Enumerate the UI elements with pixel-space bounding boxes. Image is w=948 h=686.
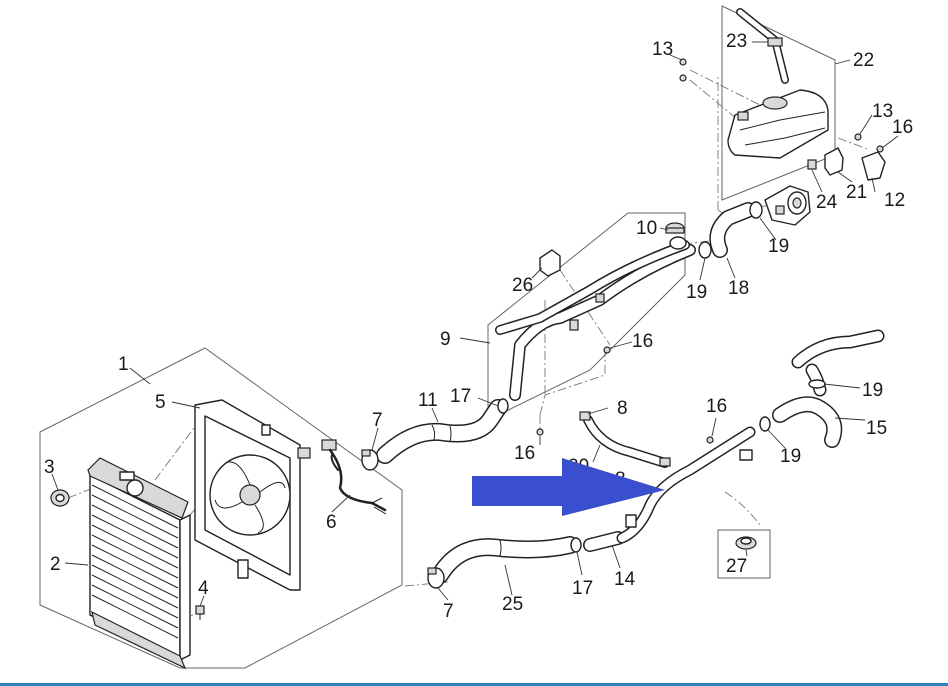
fan-harness-part: [297, 439, 387, 515]
hose-14-part: [583, 531, 625, 552]
clamp-19-right-upper-part: [808, 379, 826, 389]
callout-16-topright: 16: [892, 117, 913, 138]
callout-13-right: 13: [872, 101, 893, 122]
callout-7-lower: 7: [443, 601, 454, 622]
bolt-13-top-b-part: [679, 74, 687, 82]
pipe-20-part: [579, 411, 671, 468]
radiator-cap-part: [50, 489, 70, 507]
hose-15-part: [772, 396, 843, 448]
bracket-26-part: [539, 249, 561, 277]
highlight-arrow: [472, 458, 665, 516]
callout-4: 4: [198, 578, 209, 599]
callout-8-upper: 8: [617, 398, 628, 419]
bracket-21-part: [824, 147, 844, 176]
callout-10: 10: [636, 218, 657, 239]
clip-24-part: [807, 159, 817, 170]
callout-2: 2: [50, 554, 61, 575]
callout-25: 25: [502, 594, 523, 615]
bolt-16-topright-part: [876, 145, 884, 153]
clamp-19-right-lower-part: [759, 416, 771, 432]
callout-16-right: 16: [706, 396, 727, 417]
callout-6: 6: [326, 512, 337, 533]
bottom-rule: [0, 683, 948, 686]
radiator-part: [87, 457, 191, 670]
bracket-12-part: [861, 151, 886, 181]
callout-19-c: 19: [862, 380, 883, 401]
bolt-16-right-part: [706, 436, 714, 444]
bolt-16-left-part: [536, 428, 544, 436]
callout-21: 21: [846, 182, 867, 203]
callout-7-upper: 7: [372, 410, 383, 431]
bolt-16-mid-part: [603, 346, 611, 354]
coolant-metal-pipe-part: [616, 426, 756, 544]
bolt-13-right-part: [854, 133, 862, 141]
callout-16-left: 16: [514, 443, 535, 464]
grommet-27-part: [724, 491, 761, 550]
callout-27: 27: [726, 556, 747, 577]
fan-shroud-part: [194, 399, 301, 591]
bolt-13-top-part: [679, 58, 687, 66]
callout-16-mid: 16: [632, 331, 653, 352]
callout-17-lower: 17: [572, 578, 593, 599]
thermostat-housing-part: [764, 185, 811, 226]
clamp-17-lower-part: [570, 537, 582, 553]
callout-14: 14: [614, 569, 636, 590]
callout-18: 18: [728, 278, 749, 299]
filler-pipe-part: [495, 236, 696, 401]
callout-22: 22: [853, 50, 874, 71]
callout-26: 26: [512, 275, 533, 296]
callout-5: 5: [155, 392, 166, 413]
overflow-hose-part: [736, 8, 789, 84]
hose-clamp-7-upper-part: [361, 449, 379, 471]
callout-24: 24: [816, 192, 838, 213]
callout-19-a: 19: [686, 282, 707, 303]
expansion-tank-part: [727, 89, 829, 159]
callout-3: 3: [44, 457, 55, 478]
hose-25-part: [431, 536, 579, 584]
callout-19-b: 19: [768, 236, 789, 257]
grommet-box-outline: [717, 529, 771, 579]
clamp-19-upper-right-part: [749, 201, 763, 219]
callout-19-d: 19: [780, 446, 801, 467]
callout-13-top: 13: [652, 39, 673, 60]
callout-12: 12: [884, 190, 905, 211]
clamp-17-upper-part: [497, 398, 509, 414]
callout-11: 11: [418, 390, 438, 411]
callout-17-upper: 17: [450, 386, 471, 407]
callout-9: 9: [440, 329, 451, 350]
callout-1: 1: [118, 354, 129, 375]
callout-23: 23: [726, 31, 747, 52]
callout-labels: 1 2 3 4 5 6 7 7 8 8 9 10 11 12 13 13 14 …: [44, 31, 913, 622]
filler-cap-part: [665, 222, 685, 234]
hose-18-part: [709, 202, 756, 258]
callout-15: 15: [866, 418, 887, 439]
hose-clamp-7-lower-part: [427, 567, 445, 589]
hose-11-part: [376, 399, 507, 464]
clamp-19-upper-left-part: [698, 241, 712, 259]
